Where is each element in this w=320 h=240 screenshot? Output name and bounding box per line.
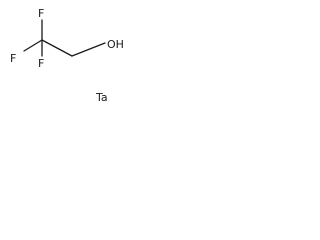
atom-label-f-left: F (10, 52, 16, 65)
trifluoroethanol-tantalum-structure: F F F OH Ta (10, 7, 124, 104)
atom-label-tantalum: Ta (95, 91, 108, 104)
atom-label-f-top: F (38, 7, 44, 20)
atom-label-f-bottom: F (38, 57, 44, 70)
bond-c1-c2 (41, 39, 73, 57)
atom-label-hydroxyl: OH (107, 38, 124, 51)
chemical-structure-canvas: F F F OH Ta (0, 0, 129, 108)
bond-c1-f-left (23, 39, 43, 52)
bond-c2-o (71, 42, 106, 57)
